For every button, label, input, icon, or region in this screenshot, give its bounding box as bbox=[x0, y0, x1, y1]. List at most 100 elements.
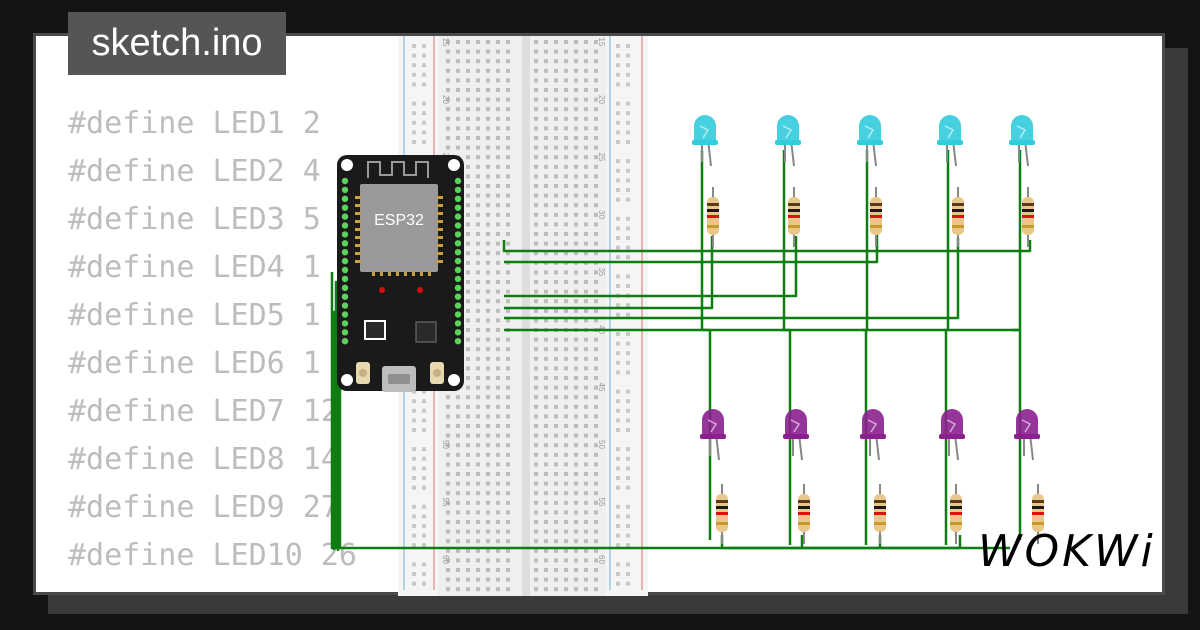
breadboard-hole bbox=[506, 452, 510, 457]
header-pin-left bbox=[341, 329, 349, 336]
breadboard-hole bbox=[486, 270, 490, 275]
rail-hole bbox=[412, 111, 416, 116]
resistor[interactable] bbox=[870, 187, 882, 247]
rail-hole bbox=[616, 274, 620, 279]
header-pin-left bbox=[341, 302, 349, 309]
rail-hole bbox=[422, 120, 426, 125]
breadboard-hole bbox=[564, 452, 568, 457]
breadboard-hole bbox=[544, 376, 548, 380]
breadboard-hole bbox=[594, 299, 598, 304]
rail-hole bbox=[412, 120, 416, 125]
wire bbox=[702, 328, 712, 540]
breadboard-hole bbox=[574, 126, 578, 131]
breadboard-hole bbox=[476, 299, 480, 304]
led-cyan[interactable] bbox=[775, 115, 801, 167]
breadboard-hole bbox=[544, 347, 548, 352]
breadboard-hole bbox=[496, 126, 500, 131]
breadboard-hole bbox=[466, 337, 470, 342]
breadboard-hole bbox=[554, 212, 558, 217]
row-label: 20 bbox=[597, 95, 606, 104]
breadboard-hole bbox=[506, 145, 510, 150]
resistor-band bbox=[716, 522, 728, 525]
resistor[interactable] bbox=[1032, 484, 1044, 544]
module-pad bbox=[437, 228, 443, 231]
breadboard-hole bbox=[564, 529, 568, 534]
breadboard-hole bbox=[594, 270, 598, 275]
led-purple[interactable] bbox=[939, 409, 965, 461]
resistor[interactable] bbox=[798, 484, 810, 544]
led-purple[interactable] bbox=[1014, 409, 1040, 461]
led-cyan[interactable] bbox=[692, 115, 718, 167]
breadboard-hole bbox=[534, 97, 538, 102]
rail-hole bbox=[616, 72, 620, 77]
led-purple[interactable] bbox=[783, 409, 809, 461]
resistor[interactable] bbox=[1022, 187, 1034, 247]
esp32-board[interactable]: ESP32 bbox=[337, 155, 464, 392]
header-pin-right bbox=[454, 222, 462, 229]
breadboard-hole bbox=[496, 203, 500, 208]
breadboard-hole bbox=[554, 472, 558, 476]
led-highlight bbox=[1021, 419, 1032, 433]
file-tab[interactable]: sketch.ino bbox=[68, 12, 286, 75]
rail-hole bbox=[616, 130, 620, 135]
breadboard-hole bbox=[496, 174, 500, 179]
resistor[interactable] bbox=[707, 187, 719, 247]
breadboard-hole bbox=[496, 443, 500, 448]
breadboard-hole bbox=[544, 548, 548, 553]
breadboard-hole bbox=[554, 500, 558, 505]
led-cyan[interactable] bbox=[1009, 115, 1035, 167]
breadboard-hole bbox=[496, 376, 500, 380]
resistor[interactable] bbox=[950, 484, 962, 544]
antenna-trace bbox=[367, 161, 429, 178]
breadboard-hole bbox=[534, 280, 538, 284]
breadboard-hole bbox=[554, 568, 558, 572]
resistor[interactable] bbox=[788, 187, 800, 247]
breadboard-hole bbox=[534, 107, 538, 112]
rail-hole bbox=[616, 408, 620, 413]
breadboard-hole bbox=[486, 40, 490, 44]
led-purple[interactable] bbox=[700, 409, 726, 461]
rail-hole bbox=[626, 399, 630, 404]
led-resistor-array[interactable] bbox=[692, 115, 1044, 544]
breadboard-hole bbox=[574, 472, 578, 476]
rail-hole bbox=[626, 370, 630, 375]
breadboard-hole bbox=[554, 222, 558, 227]
breadboard-hole bbox=[496, 414, 500, 419]
breadboard-hole bbox=[456, 558, 460, 563]
breadboard-hole bbox=[476, 452, 480, 457]
row-label: 15 bbox=[441, 38, 450, 47]
breadboard-hole bbox=[476, 539, 480, 544]
led-purple[interactable] bbox=[860, 409, 886, 461]
breadboard-hole bbox=[554, 49, 558, 54]
resistor[interactable] bbox=[952, 187, 964, 247]
rail-hole bbox=[616, 581, 620, 586]
rail-hole bbox=[412, 514, 416, 519]
breadboard-hole bbox=[534, 289, 538, 294]
header-pin-right bbox=[454, 302, 462, 309]
breadboard-hole bbox=[544, 241, 548, 246]
breadboard-hole bbox=[476, 164, 480, 169]
board-pins[interactable] bbox=[341, 177, 462, 345]
led-cyan[interactable] bbox=[857, 115, 883, 167]
breadboard-hole bbox=[594, 97, 598, 102]
breadboard-hole bbox=[456, 414, 460, 419]
breadboard-hole bbox=[594, 491, 598, 496]
breadboard-hole bbox=[574, 529, 578, 534]
breadboard-hole bbox=[456, 529, 460, 534]
breadboard-hole bbox=[496, 424, 500, 428]
resistor[interactable] bbox=[716, 484, 728, 544]
breadboard-hole bbox=[534, 337, 538, 342]
breadboard-hole bbox=[486, 347, 490, 352]
led-cyan[interactable] bbox=[937, 115, 963, 167]
resistor-band bbox=[798, 522, 810, 525]
breadboard-hole bbox=[564, 107, 568, 112]
breadboard-hole bbox=[564, 376, 568, 380]
breadboard-hole bbox=[544, 558, 548, 563]
mount-hole bbox=[341, 374, 353, 386]
breadboard-hole bbox=[584, 308, 588, 313]
breadboard-hole bbox=[446, 510, 450, 515]
resistor[interactable] bbox=[874, 484, 886, 544]
header-pin-left bbox=[341, 213, 349, 220]
regulator-body bbox=[366, 322, 384, 338]
